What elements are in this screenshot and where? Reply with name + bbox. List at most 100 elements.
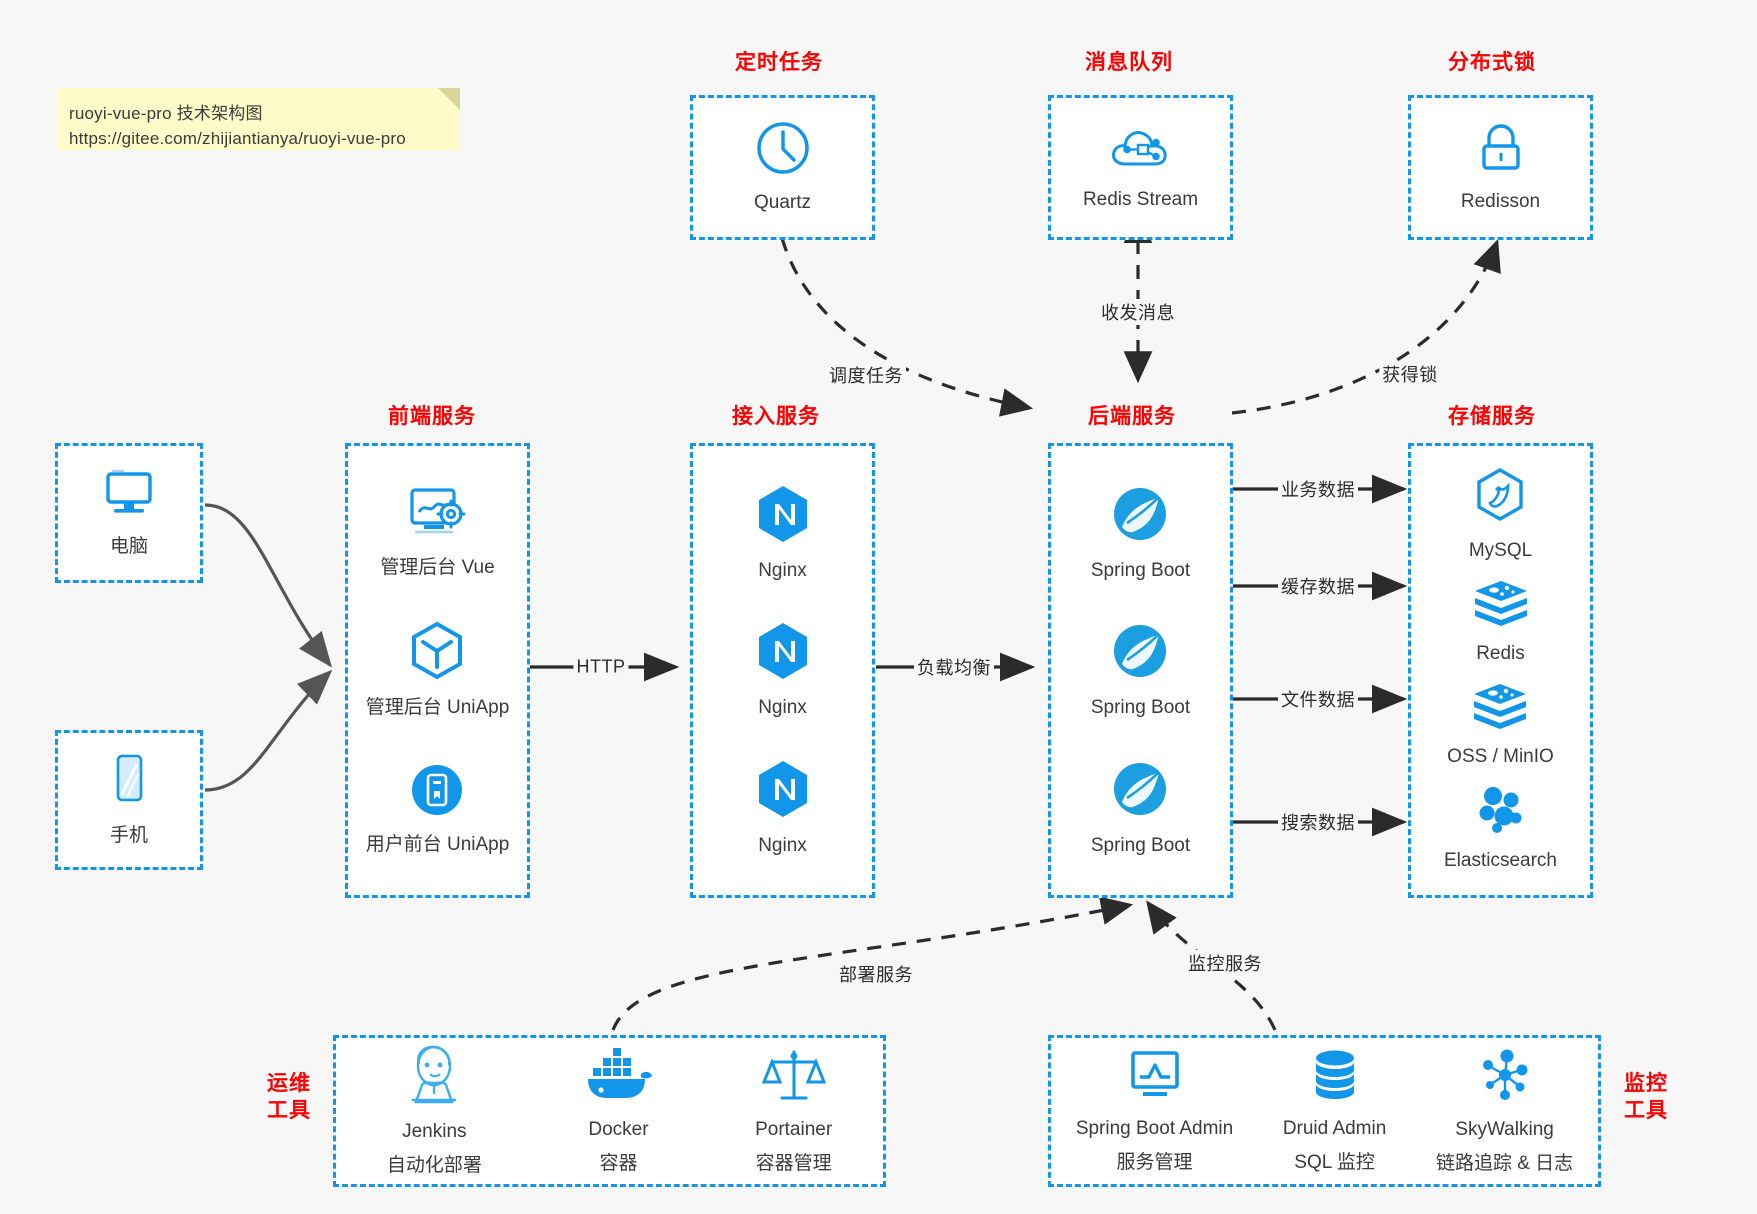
node-nginx-1[interactable]: Nginx <box>754 483 812 584</box>
edge-label-file-data: 文件数据 <box>1278 686 1358 712</box>
mysql-icon <box>1473 467 1527 530</box>
node-spring-boot-1[interactable]: Spring Boot <box>1091 483 1190 584</box>
box-computer[interactable]: 电脑 <box>55 443 203 583</box>
nginx-icon <box>754 483 812 550</box>
edge-label-http: HTTP <box>573 656 629 678</box>
caption-monitor-line1: 监控 <box>1624 1072 1668 1095</box>
edge-label-cache-data: 缓存数据 <box>1278 573 1358 599</box>
note-title: ruoyi-vue-pro 技术架构图 <box>69 104 263 123</box>
mobile-app-icon <box>408 761 466 824</box>
monitor-chart-icon <box>1125 1047 1185 1108</box>
node-label: Nginx <box>758 559 807 581</box>
node-oss-minio[interactable]: OSS / MinIO <box>1447 681 1554 770</box>
node-sublabel: 容器 <box>599 1152 638 1174</box>
edge-label-search-data: 搜索数据 <box>1278 809 1358 835</box>
node-sublabel: 服务管理 <box>1116 1151 1193 1173</box>
box-phone[interactable]: 手机 <box>55 730 203 870</box>
node-spring-boot-3[interactable]: Spring Boot <box>1091 758 1190 859</box>
lock-icon <box>1473 120 1529 181</box>
caption-devops-line1: 运维 <box>267 1072 311 1095</box>
node-quartz[interactable]: Quartz <box>754 119 812 216</box>
note-fold-corner <box>438 88 460 110</box>
node-portainer[interactable]: Portainer 容器管理 <box>755 1046 832 1176</box>
node-label: Docker <box>588 1118 649 1140</box>
note-url: https://gitee.com/zhijiantianya/ruoyi-vu… <box>69 128 406 148</box>
spring-icon <box>1109 483 1171 550</box>
node-redisson[interactable]: Redisson <box>1461 120 1540 215</box>
box-storage-service[interactable]: MySQL Redis <box>1408 443 1593 898</box>
node-label: Spring Boot <box>1090 559 1191 581</box>
node-label: Nginx <box>758 697 807 719</box>
node-label: Jenkins <box>402 1120 467 1142</box>
node-admin-vue[interactable]: 管理后台 Vue <box>380 484 495 581</box>
node-label: 用户前台 UniApp <box>365 833 510 855</box>
node-elasticsearch[interactable]: Elasticsearch <box>1444 783 1557 874</box>
box-frontend-service[interactable]: 管理后台 Vue 管理后台 UniApp <box>345 443 530 898</box>
node-skywalking[interactable]: SkyWalking 链路追踪 & 日志 <box>1436 1046 1573 1176</box>
box-message-queue[interactable]: Redis Stream <box>1048 95 1233 240</box>
node-label: 管理后台 UniApp <box>365 697 510 719</box>
caption-gateway-service: 接入服务 <box>732 405 820 428</box>
caption-devops-tools: 运维 工具 <box>258 1070 320 1125</box>
node-mysql[interactable]: MySQL <box>1469 467 1532 564</box>
mobile-icon <box>106 752 152 815</box>
cube-icon <box>408 620 466 687</box>
caption-devops-line2: 工具 <box>267 1099 311 1123</box>
node-user-uniapp[interactable]: 用户前台 UniApp <box>365 761 510 858</box>
node-jenkins[interactable]: Jenkins 自动化部署 <box>387 1044 482 1178</box>
node-label: Redis Stream <box>1082 189 1199 211</box>
caption-backend-service: 后端服务 <box>1088 405 1176 428</box>
elasticsearch-icon <box>1473 783 1529 840</box>
node-sublabel: 链路追踪 & 日志 <box>1435 1152 1574 1174</box>
edge-label-acquire-lock: 获得锁 <box>1379 361 1441 387</box>
node-label: Portainer <box>755 1118 833 1140</box>
box-gateway-service[interactable]: Nginx Nginx Nginx <box>690 443 875 898</box>
edge-label-business-data: 业务数据 <box>1278 476 1358 502</box>
caption-monitor-tools: 监控 工具 <box>1615 1070 1677 1125</box>
clock-icon <box>754 119 812 182</box>
portainer-icon <box>761 1046 826 1109</box>
spring-icon <box>1109 758 1171 825</box>
node-computer[interactable]: 电脑 <box>100 467 158 560</box>
node-label: MySQL <box>1468 540 1533 562</box>
node-label: Spring Boot <box>1090 697 1191 719</box>
node-label: OSS / MinIO <box>1447 745 1554 767</box>
node-label: Redis <box>1476 642 1525 664</box>
box-backend-service[interactable]: Spring Boot Spring Boot Spring Boot <box>1048 443 1233 898</box>
node-label: Redisson <box>1460 191 1541 213</box>
node-docker[interactable]: Docker 容器 <box>583 1046 653 1176</box>
node-nginx-3[interactable]: Nginx <box>754 758 812 859</box>
node-phone[interactable]: 手机 <box>106 752 152 849</box>
caption-storage-service: 存储服务 <box>1448 405 1536 428</box>
jenkins-icon <box>402 1044 466 1111</box>
skywalking-icon <box>1475 1046 1535 1109</box>
node-druid-admin[interactable]: Druid Admin SQL 监控 <box>1283 1047 1386 1175</box>
box-monitor-tools[interactable]: Spring Boot Admin 服务管理 Druid Admin SQL 监… <box>1048 1035 1601 1187</box>
node-redis[interactable]: Redis <box>1472 578 1530 667</box>
box-devops-tools[interactable]: Jenkins 自动化部署 Docker <box>333 1035 886 1187</box>
node-redis-stream[interactable]: Redis Stream <box>1083 122 1198 213</box>
node-spring-boot-2[interactable]: Spring Boot <box>1091 620 1190 721</box>
database-icon <box>1307 1047 1363 1108</box>
desktop-icon <box>100 467 158 526</box>
node-spring-boot-admin[interactable]: Spring Boot Admin 服务管理 <box>1076 1047 1233 1175</box>
node-label: Quartz <box>753 192 812 214</box>
caption-scheduled-task: 定时任务 <box>735 51 823 74</box>
caption-monitor-line2: 工具 <box>1624 1099 1668 1123</box>
docker-icon <box>583 1046 653 1109</box>
info-note: ruoyi-vue-pro 技术架构图 https://gitee.com/zh… <box>57 88 460 150</box>
edge-label-schedule-task: 调度任务 <box>826 362 906 388</box>
node-label: Spring Boot <box>1090 834 1191 856</box>
node-nginx-2[interactable]: Nginx <box>754 620 812 721</box>
node-sublabel: 自动化部署 <box>386 1154 482 1176</box>
node-admin-uniapp[interactable]: 管理后台 UniApp <box>365 620 510 721</box>
node-label: 手机 <box>109 824 148 846</box>
edge-label-load-balance: 负载均衡 <box>914 654 994 680</box>
box-scheduled-task[interactable]: Quartz <box>690 95 875 240</box>
box-distributed-lock[interactable]: Redisson <box>1408 95 1593 240</box>
node-label: 管理后台 Vue <box>380 556 495 578</box>
node-sublabel: SQL 监控 <box>1294 1151 1375 1173</box>
spring-icon <box>1109 620 1171 687</box>
node-label: 电脑 <box>109 535 148 557</box>
